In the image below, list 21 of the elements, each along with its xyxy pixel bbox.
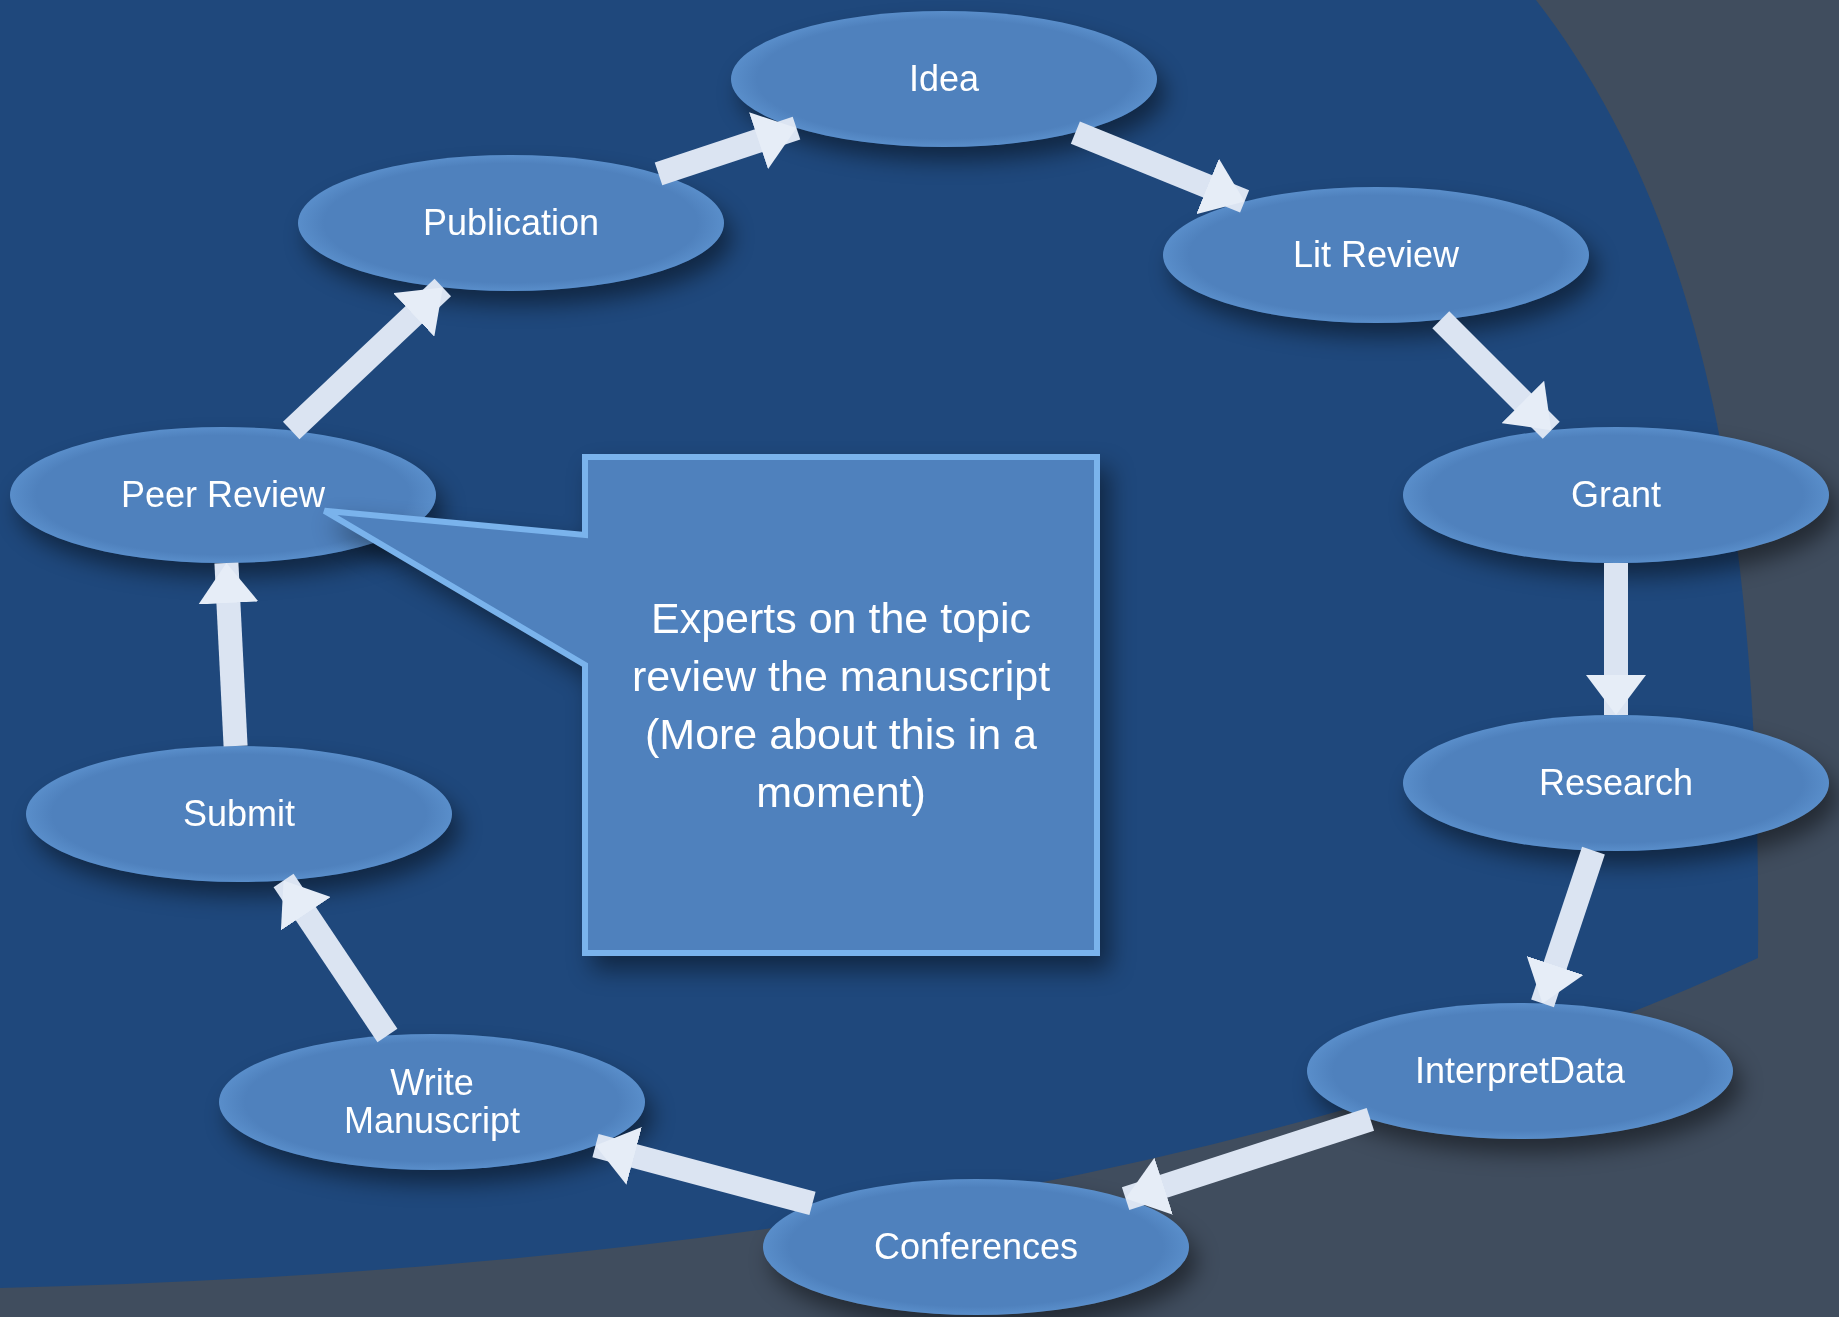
block-arrow: [1121, 1108, 1375, 1215]
block-arrow: [592, 1126, 816, 1215]
step-label: Lit Review: [1291, 236, 1461, 274]
step-label: Publication: [421, 204, 601, 242]
step-label: Submit: [181, 795, 296, 833]
step-label: Write Manuscript: [342, 1064, 522, 1140]
block-arrow: [1586, 563, 1646, 715]
step-label: Conferences: [872, 1228, 1080, 1266]
step-label: Peer Review: [119, 476, 327, 514]
block-arrow: [282, 278, 452, 440]
block-arrow: [273, 873, 398, 1043]
step-label: Grant: [1569, 476, 1662, 514]
step-label: InterpretData: [1413, 1052, 1627, 1090]
block-arrow: [1070, 121, 1250, 215]
block-arrow: [1526, 846, 1605, 1008]
step-label: Idea: [907, 60, 981, 98]
callout-text: Experts on the topic review the manuscript (More about this in a moment): [630, 592, 1052, 819]
block-arrow: [1432, 311, 1560, 439]
block-arrow: [198, 562, 259, 747]
block-arrow: [654, 112, 801, 186]
step-label: Research: [1537, 764, 1695, 802]
